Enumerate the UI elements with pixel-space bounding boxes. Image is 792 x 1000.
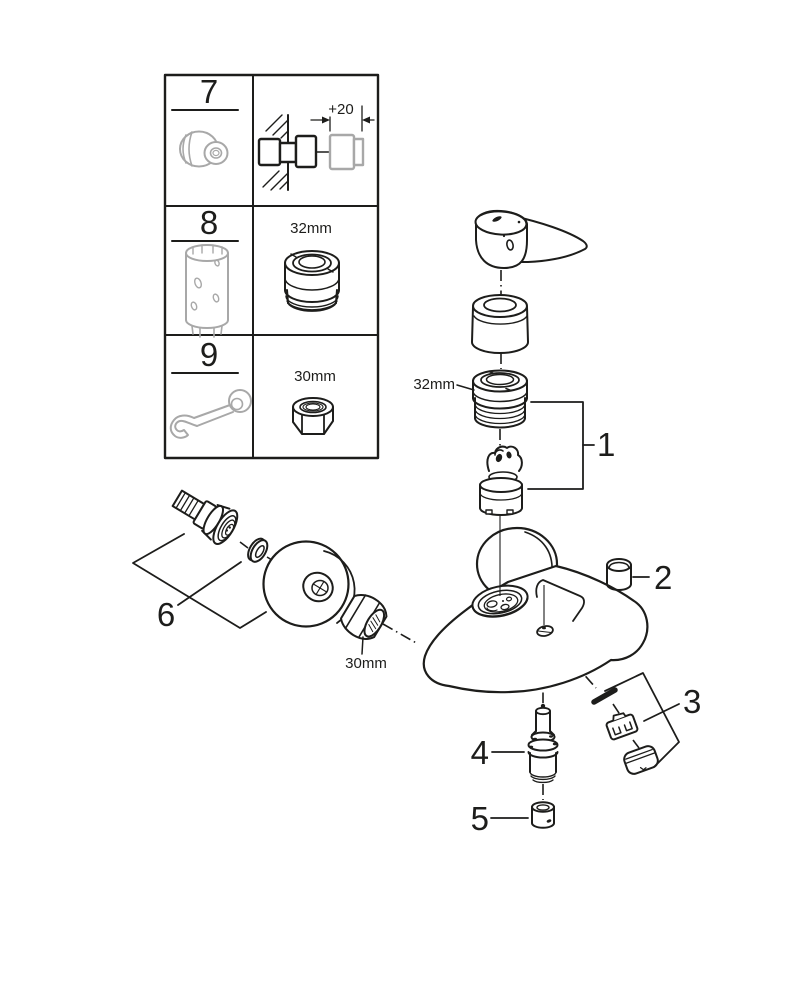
handle-cap bbox=[471, 294, 529, 354]
size-label-32mm-table: 32mm bbox=[290, 220, 332, 237]
nut-size-callout: 30mm bbox=[345, 636, 387, 672]
ring-nut-32mm-icon: 32mm bbox=[284, 220, 340, 312]
socket-tool-icon bbox=[185, 244, 229, 338]
tool-row-7: 7 bbox=[171, 73, 375, 191]
handle-lever bbox=[474, 209, 588, 269]
callout-6: 6 bbox=[132, 533, 267, 633]
pin bbox=[591, 687, 618, 705]
body-recess-pocket bbox=[535, 579, 585, 622]
cartridge-ring-nut: 32mm bbox=[413, 369, 528, 429]
size-label-30mm-table: 30mm bbox=[294, 368, 336, 385]
callout-2-label: 2 bbox=[654, 559, 672, 596]
diverter-valve-part-4 bbox=[527, 703, 559, 784]
part-number-7: 7 bbox=[200, 73, 218, 110]
callout-3-label: 3 bbox=[683, 683, 701, 720]
spare-parts-table: 7 bbox=[163, 73, 380, 460]
washer bbox=[247, 537, 269, 563]
s-union bbox=[171, 489, 239, 545]
callout-4: 4 bbox=[471, 734, 525, 771]
bushing-part-5 bbox=[531, 801, 555, 829]
callout-6-label: 6 bbox=[157, 596, 175, 633]
tool-row-9: 9 30mm bbox=[169, 336, 336, 439]
hex-nut-30mm-icon: 30mm bbox=[292, 368, 336, 435]
diverter-knob-group-3 bbox=[591, 687, 659, 775]
screw-hole bbox=[536, 585, 554, 637]
callout-3: 3 bbox=[604, 672, 701, 768]
union-nut bbox=[340, 594, 388, 640]
arrowhead-left bbox=[362, 116, 370, 124]
part-number-8: 8 bbox=[200, 204, 218, 241]
dimension-label: +20 bbox=[328, 101, 353, 118]
clip bbox=[605, 712, 639, 741]
sleeve bbox=[623, 745, 659, 775]
faucet-body bbox=[422, 516, 649, 694]
handle-screw-hole bbox=[506, 239, 514, 251]
escutcheon-hole-cross bbox=[312, 581, 328, 595]
callout-4-label: 4 bbox=[471, 734, 489, 771]
wall-hatching bbox=[262, 114, 289, 191]
wall-mount-dimension-diagram: +20 bbox=[257, 101, 375, 191]
handle-logo-mark bbox=[492, 216, 502, 222]
cartridge bbox=[479, 445, 523, 516]
tool-row-8: 8 32mm bbox=[171, 204, 340, 338]
extension-part-gray bbox=[328, 133, 365, 171]
callout-1-label: 1 bbox=[597, 426, 615, 463]
center-axis-lines bbox=[239, 270, 640, 800]
dimension-annotation: +20 bbox=[310, 101, 375, 132]
installed-part bbox=[257, 134, 332, 169]
body-slab bbox=[422, 564, 649, 694]
part-number-9: 9 bbox=[200, 336, 218, 373]
extension-spacer-icon bbox=[179, 130, 229, 168]
escutcheon bbox=[262, 540, 356, 628]
plug-part-2 bbox=[606, 558, 632, 591]
open-end-wrench-icon bbox=[169, 389, 252, 439]
callout-2: 2 bbox=[632, 559, 672, 596]
ring-size-label: 32mm bbox=[413, 376, 455, 393]
nut-size-label: 30mm bbox=[345, 655, 387, 672]
cartridge-seat bbox=[471, 584, 529, 618]
ring-size-callout: 32mm bbox=[413, 376, 475, 393]
callout-1: 1 bbox=[527, 401, 615, 490]
callout-5-label: 5 bbox=[471, 800, 489, 837]
arrowhead-right bbox=[322, 116, 330, 124]
table-grid bbox=[163, 73, 380, 460]
callout-5: 5 bbox=[471, 800, 529, 837]
